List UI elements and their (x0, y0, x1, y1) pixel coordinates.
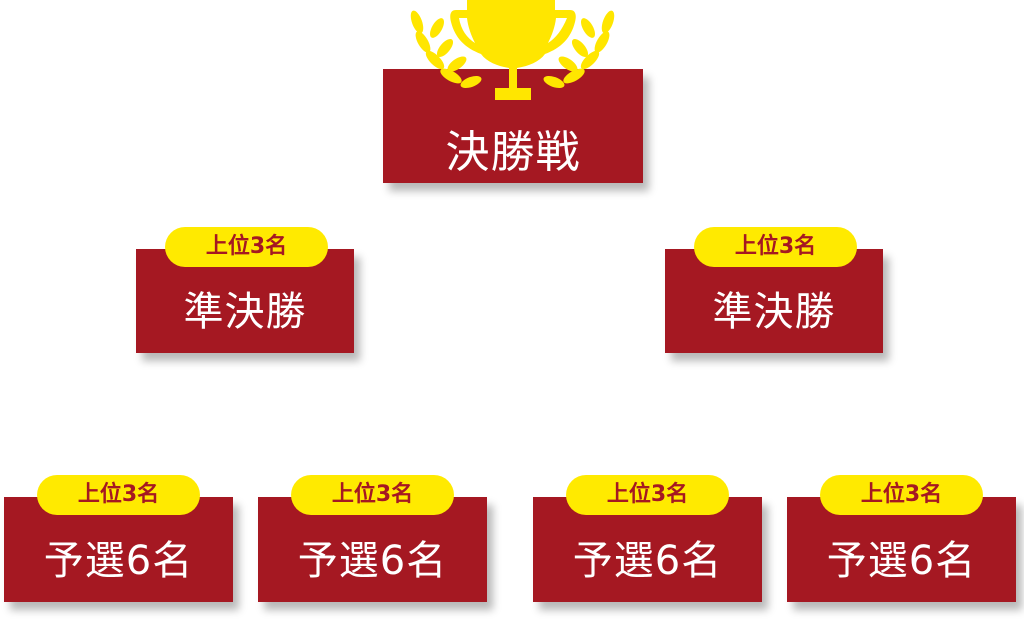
final-label: 決勝戦 (445, 127, 581, 178)
preliminary-label: 予選6名 (297, 537, 448, 584)
preliminary-label: 予選6名 (43, 537, 194, 584)
qualifier-badge: 上位3名 (820, 475, 983, 515)
qualifier-badge: 上位3名 (165, 227, 328, 267)
qualifier-badge: 上位3名 (566, 475, 729, 515)
preliminary-box-2: 予選6名 (258, 497, 487, 602)
semifinal-box-left: 準決勝 (136, 249, 354, 353)
qualifier-badge: 上位3名 (694, 227, 857, 267)
preliminary-label: 予選6名 (572, 537, 723, 584)
semifinal-label: 準決勝 (712, 289, 836, 335)
preliminary-box-1: 予選6名 (4, 497, 233, 602)
trophy-with-laurel-icon (410, 0, 615, 100)
qualifier-badge: 上位3名 (291, 475, 454, 515)
semifinal-label: 準決勝 (183, 289, 307, 335)
qualifier-badge: 上位3名 (37, 475, 200, 515)
preliminary-label: 予選6名 (826, 537, 977, 584)
